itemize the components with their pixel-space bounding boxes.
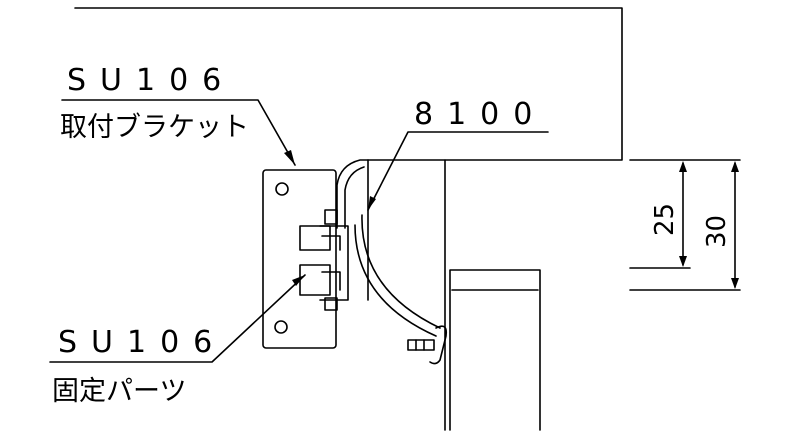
- arrow-bracket: [284, 150, 295, 165]
- lower-block: [449, 269, 541, 431]
- bracket-hole-bottom: [274, 320, 288, 334]
- profile-hook: [429, 325, 448, 365]
- fixing-part-tab-low: [324, 297, 338, 311]
- label-bracket-name: 取付ブラケット: [60, 112, 249, 143]
- label-fixing-name: 固定パーツ: [52, 376, 186, 407]
- label-profile-code: 8100: [414, 97, 546, 132]
- arrow-profile: [368, 196, 376, 210]
- fixing-part-top: [299, 225, 331, 251]
- dim-label-30: 30: [702, 215, 732, 248]
- dim-label-25: 25: [650, 203, 680, 236]
- arrow-30-top: [731, 161, 739, 172]
- screw: [407, 339, 435, 351]
- leader-bracket: [61, 99, 296, 166]
- leader-profile: [367, 131, 549, 211]
- fixing-part-bottom: [299, 264, 331, 296]
- arrow-25-bottom: [679, 256, 687, 267]
- leader-fixing: [49, 274, 306, 363]
- arrow-30-bottom: [731, 278, 739, 289]
- label-bracket-code: SU106: [67, 63, 235, 98]
- profile-8100-curve: [354, 214, 441, 337]
- arrow-fixing: [292, 275, 305, 286]
- bracket-plate: [262, 169, 337, 349]
- fixing-part-tab: [324, 209, 338, 225]
- bracket-hole-top: [275, 182, 289, 196]
- profile-8100: [336, 159, 369, 229]
- arrow-25-top: [679, 161, 687, 172]
- label-fixing-code: SU106: [58, 325, 226, 360]
- fixing-part-body: [319, 225, 349, 301]
- panel-outline: [74, 7, 623, 161]
